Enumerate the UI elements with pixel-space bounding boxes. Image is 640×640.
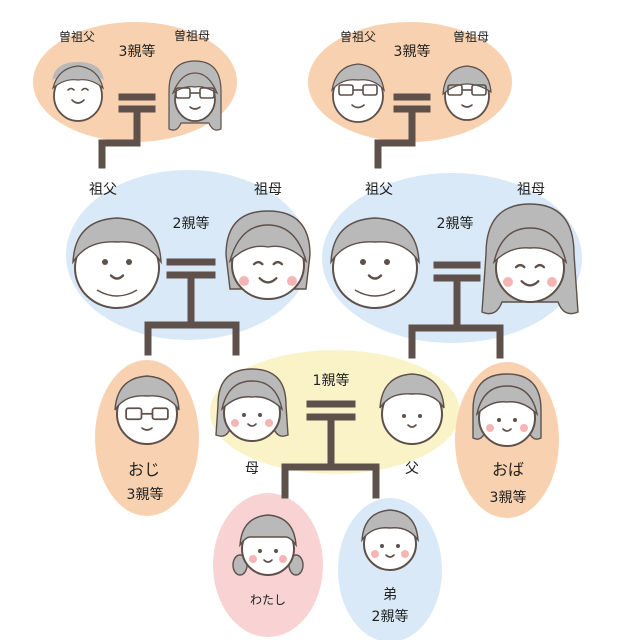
label-uncle: おじ	[127, 460, 161, 479]
label-brother: 弟	[383, 587, 397, 603]
label-mother: 母	[245, 461, 259, 477]
connector-lines	[98, 93, 504, 499]
label-gf-right: 祖父	[365, 182, 393, 198]
label-ggf-right: 曽祖父	[339, 30, 377, 44]
label-aunt: おば	[491, 460, 525, 479]
label-gg-right-degree: 3親等	[393, 44, 431, 60]
grandmother-right-face	[481, 203, 579, 315]
label-gf-left: 祖父	[89, 182, 117, 198]
me-face	[232, 514, 304, 576]
grandfather-right-face	[330, 217, 420, 309]
great-grandmother-left-face	[168, 60, 222, 131]
label-gg-left-degree: 3親等	[118, 44, 156, 60]
label-g-right-degree: 2親等	[436, 216, 474, 232]
great-grandmother-right-face	[442, 65, 492, 121]
brother-face	[361, 509, 419, 571]
label-gm-right: 祖母	[517, 182, 545, 198]
label-ggm-left: 曽祖母	[173, 29, 211, 43]
label-uncle-degree: 3親等	[126, 487, 164, 503]
grandfather-left-face	[72, 217, 162, 309]
label-me: わたし	[249, 593, 287, 607]
label-parents-degree: 1親等	[312, 373, 350, 389]
aunt-face	[472, 373, 542, 447]
label-brother-degree: 2親等	[371, 609, 409, 625]
label-gm-left: 祖母	[254, 182, 282, 198]
mother-face	[215, 368, 289, 442]
label-g-left-degree: 2親等	[172, 216, 210, 232]
father-face	[379, 373, 445, 445]
label-ggf-left: 曽祖父	[58, 30, 96, 44]
label-father: 父	[405, 461, 419, 477]
label-aunt-degree: 3親等	[489, 490, 527, 506]
grandmother-left-face	[225, 210, 311, 300]
label-ggm-right: 曽祖母	[452, 30, 490, 44]
great-grandfather-left-face	[51, 62, 105, 122]
uncle-face	[114, 375, 180, 445]
great-grandfather-right-face	[331, 63, 385, 123]
faces	[51, 60, 579, 576]
